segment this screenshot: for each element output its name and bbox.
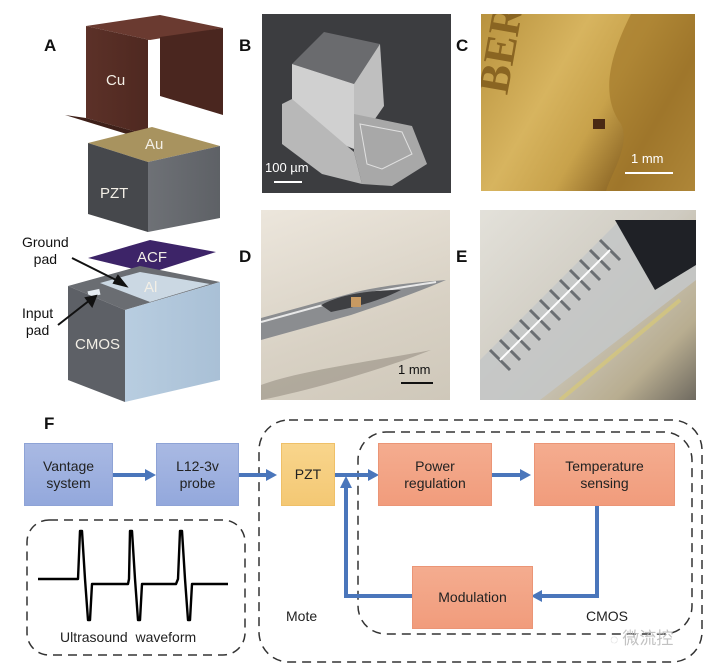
callout-arrows <box>57 257 129 326</box>
vantage-line1: Vantage <box>42 457 95 474</box>
power-line1: Power <box>415 457 455 474</box>
panel-letter-a: A <box>44 36 57 55</box>
needle-scale-label: 1 mm <box>398 362 431 377</box>
coin-scale-label: 1 mm <box>631 151 664 166</box>
probe-line2: probe <box>179 474 216 491</box>
pzt-block: PZT <box>281 443 335 506</box>
input-pad-callout: Input pad <box>22 305 53 339</box>
cu-layer <box>65 15 223 135</box>
power-line2: regulation <box>404 474 466 491</box>
cu-label: Cu <box>106 72 126 89</box>
panel-letter-e: E <box>456 247 468 266</box>
needle-scale-bar <box>401 382 433 384</box>
power-regulation-block: Power regulation <box>378 443 492 506</box>
cmos-label: CMOS <box>75 336 120 353</box>
panel-letter-b: B <box>239 36 252 55</box>
vantage-line2: system <box>46 474 91 491</box>
ground-pad-line2: pad <box>33 251 58 267</box>
coin-scale-bar <box>625 172 673 174</box>
acf-label: ACF <box>137 249 167 266</box>
sem-scale-label: 100 µm <box>265 160 309 175</box>
wechat-icon: ◌ <box>610 631 619 647</box>
watermark-text: 微流控 <box>622 629 674 648</box>
waveform-label: Ultrasound waveform <box>60 629 197 645</box>
syringe-image <box>480 210 696 400</box>
panel-letter-f: F <box>44 414 55 433</box>
input-pad-line2: pad <box>25 322 50 338</box>
probe-block: L12-3v probe <box>156 443 239 506</box>
temperature-line1: Temperature <box>565 457 644 474</box>
svg-text:BER: BER <box>481 14 533 97</box>
ground-pad-callout: Ground pad <box>22 234 69 268</box>
panel-letter-d: D <box>239 247 252 266</box>
watermark: ◌微流控 <box>610 624 673 649</box>
sem-mote-shape <box>282 32 427 186</box>
needle-shape <box>261 280 446 400</box>
coin-relief: BER <box>481 14 695 191</box>
pzt-block-label: PZT <box>294 466 322 482</box>
sem-image: 100 µm <box>262 14 451 193</box>
vantage-system-block: Vantage system <box>24 443 113 506</box>
sem-scale-bar <box>274 181 302 183</box>
al-label: Al <box>144 279 158 296</box>
panel-letter-c: C <box>456 36 469 55</box>
modulation-block: Modulation <box>412 566 533 629</box>
mote-group-label: Mote <box>286 608 318 624</box>
input-pad-line1: Input <box>22 305 54 321</box>
modulation-block-label: Modulation <box>438 589 507 605</box>
coin-image: BER 1 mm <box>481 14 695 191</box>
arrow-temperature-to-modulation <box>540 505 599 598</box>
needle-image: 1 mm <box>261 210 450 400</box>
ultrasound-waveform-trace <box>38 529 228 622</box>
au-label: Au <box>145 136 164 153</box>
ground-pad-line1: Ground <box>22 234 69 250</box>
temperature-line2: sensing <box>580 474 629 491</box>
probe-line1: L12-3v <box>176 457 219 474</box>
cmos-group-label: CMOS <box>586 608 628 624</box>
temperature-sensing-block: Temperature sensing <box>534 443 675 506</box>
pzt-label: PZT <box>100 185 129 202</box>
syringe-shape <box>480 220 696 400</box>
